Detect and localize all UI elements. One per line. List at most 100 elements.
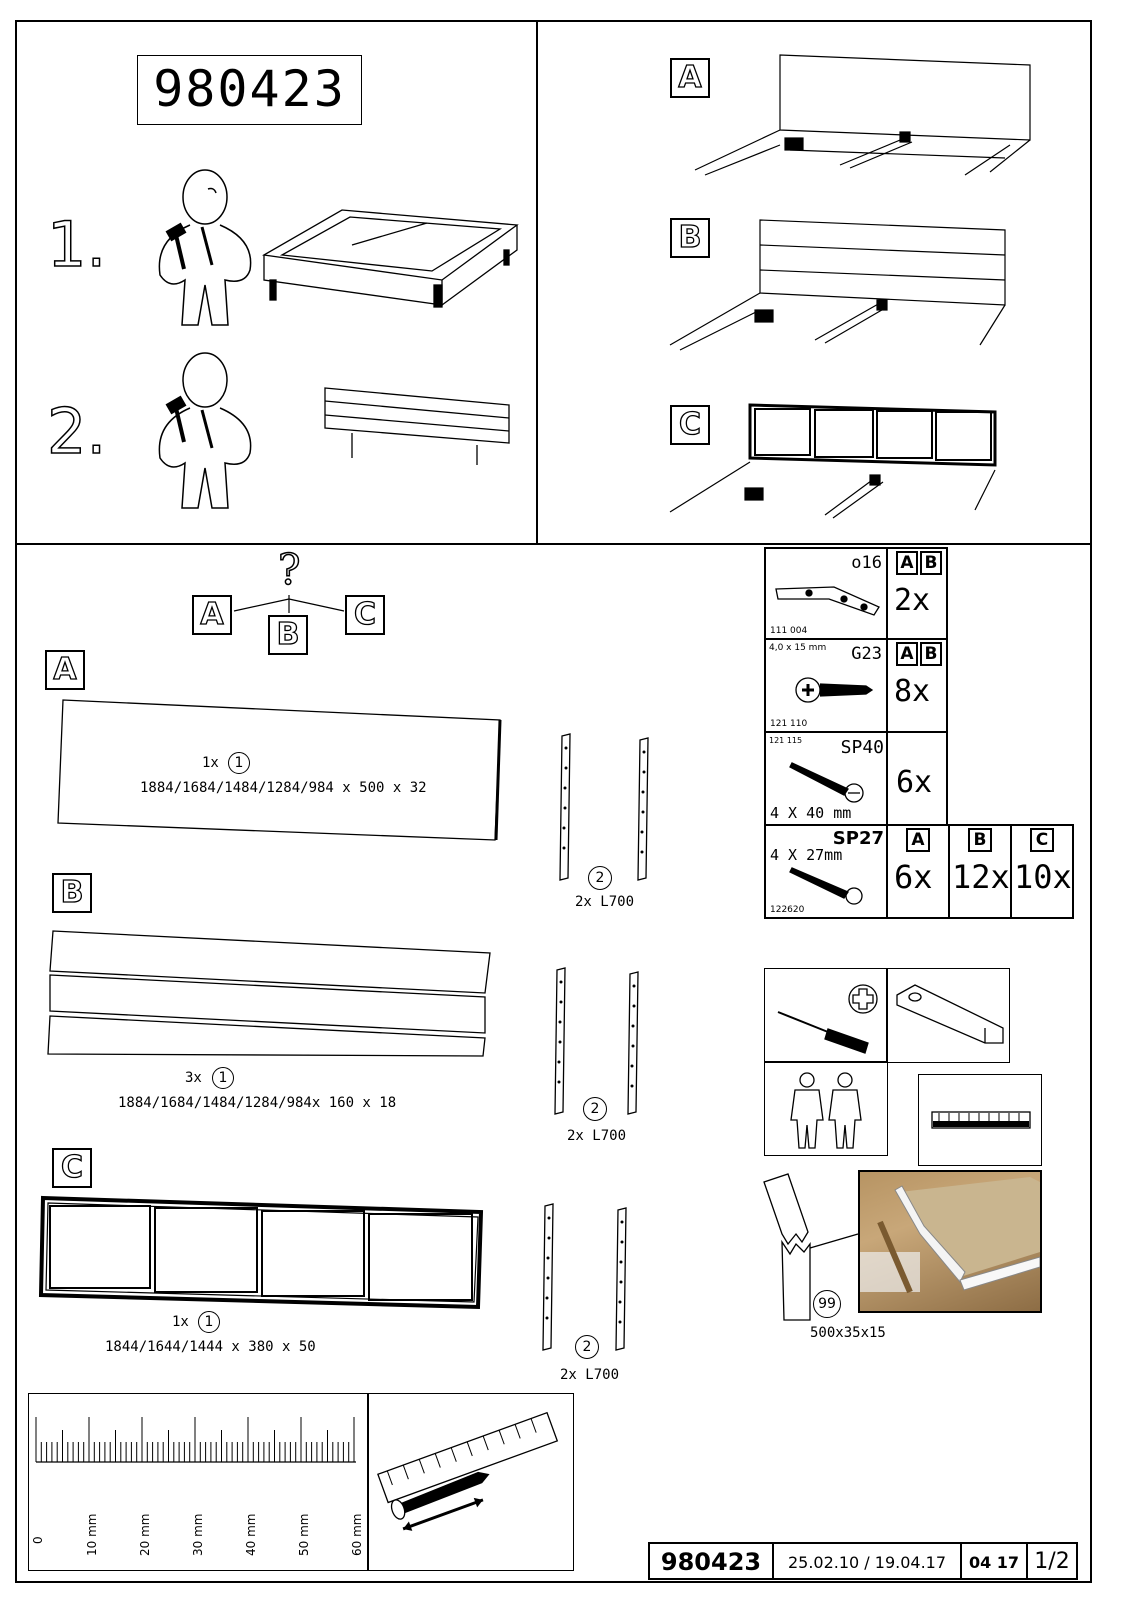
footer-page: 1/2 <box>1026 1542 1078 1580</box>
part-b-dimensions: 1884/1684/1484/1284/984x 160 x 18 <box>118 1095 397 1111</box>
hardware-qty-sp27-b: B 12x <box>948 824 1012 919</box>
millimeter-ruler <box>35 1417 356 1463</box>
ruler-label-50: 50 mm <box>297 1513 311 1556</box>
ruler-icon <box>931 1111 1031 1129</box>
part-b-panels-illustration <box>47 930 491 1057</box>
wood-screw-icon <box>789 867 863 905</box>
part-c-number-circle: 1 <box>198 1311 220 1333</box>
hardware-quantity: 2x <box>894 583 931 618</box>
part-b-rail-number-circle: 2 <box>583 1097 607 1121</box>
selector-a: A <box>192 595 232 635</box>
person-with-tools-illustration-2 <box>158 352 252 509</box>
hardware-code: SP40 <box>840 737 884 758</box>
two-persons-icon <box>790 1072 862 1149</box>
hardware-quantity: 6x <box>896 765 933 800</box>
hardware-code: o16 <box>851 553 882 573</box>
bracket-icon <box>775 586 880 616</box>
variant-a-label: A <box>670 58 710 98</box>
hardware-size: 4 X 27mm <box>770 846 843 864</box>
part-a-rails-illustration <box>559 733 649 881</box>
phillips-screwdriver-icon <box>777 984 878 1054</box>
board-edge-photo <box>858 1170 1042 1313</box>
hardware-article: 121 115 <box>769 736 803 745</box>
part-c-panel-illustration <box>38 1195 484 1310</box>
variant-tag: A <box>896 551 918 575</box>
part-a-panel-illustration <box>57 699 502 841</box>
variant-tag: C <box>1030 828 1054 852</box>
screw-measure-panel <box>367 1393 574 1571</box>
part-a-qty: 1x <box>202 755 219 771</box>
part-c-rail-desc: 2x L700 <box>560 1367 620 1383</box>
hardware-article: 121 110 <box>770 719 808 729</box>
hardware-article: 122620 <box>770 905 805 915</box>
hardware-qty-sp27-a: A 6x <box>886 824 950 919</box>
variant-b-headboard-illustration <box>669 219 1006 351</box>
hardware-cell-o16: o16 111 004 <box>764 547 888 640</box>
ruler-label-0: 0 <box>31 1536 45 1544</box>
part-c-qty: 1x <box>172 1314 189 1330</box>
glue-part-dims: 500x35x15 <box>810 1325 886 1341</box>
hardware-cell-sp40: 121 115 SP40 4 X 40 mm <box>764 731 888 826</box>
step-2-label: 2. <box>46 394 107 469</box>
part-a-dimensions: 1884/1684/1484/1284/984 x 500 x 32 <box>140 780 427 796</box>
hardware-code: SP27 <box>832 828 884 849</box>
ruler-label-40: 40 mm <box>244 1513 258 1556</box>
bottom-panel <box>15 543 1092 1583</box>
footer-dates: 25.02.10 / 19.04.17 <box>772 1542 962 1580</box>
hardware-quantity: 6x <box>894 858 933 896</box>
variant-tag: B <box>920 551 942 575</box>
hardware-qty-o16: A B 2x <box>886 547 948 640</box>
footer-article-number: 980423 <box>648 1542 774 1580</box>
part-b-qty: 3x <box>185 1070 202 1086</box>
measuring-tape-cell <box>918 1074 1042 1166</box>
part-a-rail-number-circle: 2 <box>588 866 612 890</box>
person-with-tools-illustration <box>158 169 252 326</box>
part-a-label: A <box>45 650 85 690</box>
variant-c-label: C <box>670 405 710 445</box>
ruler-label-60: 60 mm <box>350 1513 364 1556</box>
part-b-rails-illustration <box>554 967 639 1115</box>
photo-content <box>860 1177 1040 1294</box>
article-number: 980423 <box>153 60 346 118</box>
hardware-cell-sp27: SP27 4 X 27mm 122620 <box>764 824 888 919</box>
headboard-panels-illustration <box>324 387 510 465</box>
part-b-number-circle: 1 <box>212 1067 234 1089</box>
selector-connector-lines <box>233 595 345 613</box>
question-mark: ? <box>277 544 301 595</box>
bed-frame-illustration <box>262 209 519 308</box>
hardware-size: 4,0 x 15 mm <box>769 643 827 653</box>
hardware-qty-g23: A B 8x <box>886 638 948 733</box>
hardware-quantity: 8x <box>894 674 931 709</box>
wood-screw-icon <box>789 762 864 803</box>
variant-tag: A <box>896 642 918 666</box>
hardware-qty-sp27-c: C 10x <box>1010 824 1074 919</box>
ruler-panel: 0 10 mm 20 mm 30 mm 40 mm 50 mm 60 mm <box>28 1393 369 1571</box>
variant-a-headboard-illustration <box>694 54 1031 176</box>
screw-icon <box>795 677 874 703</box>
variant-tag: B <box>968 828 992 852</box>
hardware-article: 111 004 <box>770 626 808 636</box>
part-c-label: C <box>52 1148 92 1188</box>
spirit-level-icon <box>896 984 1004 1044</box>
ruler-label-30: 30 mm <box>191 1513 205 1556</box>
broken-part-illustration <box>763 1173 859 1321</box>
part-b-rail-desc: 2x L700 <box>567 1128 627 1144</box>
part-c-dimensions: 1844/1644/1444 x 380 x 50 <box>105 1339 316 1355</box>
selector-c: C <box>345 595 385 635</box>
hardware-quantity: 12x <box>952 858 1010 896</box>
hardware-code: G23 <box>851 644 882 664</box>
ruler-label-10: 10 mm <box>85 1513 99 1556</box>
ruler-label-20: 20 mm <box>138 1513 152 1556</box>
variant-tag: B <box>920 642 942 666</box>
variant-c-headboard-illustration <box>669 403 997 519</box>
glue-part-number-circle: 99 <box>813 1290 841 1318</box>
tool-screwdriver-cell <box>764 968 888 1063</box>
article-number-box: 980423 <box>137 55 362 125</box>
variant-b-label: B <box>670 218 710 258</box>
hardware-size: 4 X 40 mm <box>770 804 852 822</box>
hardware-cell-g23: 4,0 x 15 mm G23 121 110 <box>764 638 888 733</box>
part-a-rail-desc: 2x L700 <box>575 894 635 910</box>
part-c-rails-illustration <box>542 1203 627 1351</box>
screw-on-ruler-illustration <box>377 1411 559 1531</box>
variant-tag: A <box>906 828 930 852</box>
